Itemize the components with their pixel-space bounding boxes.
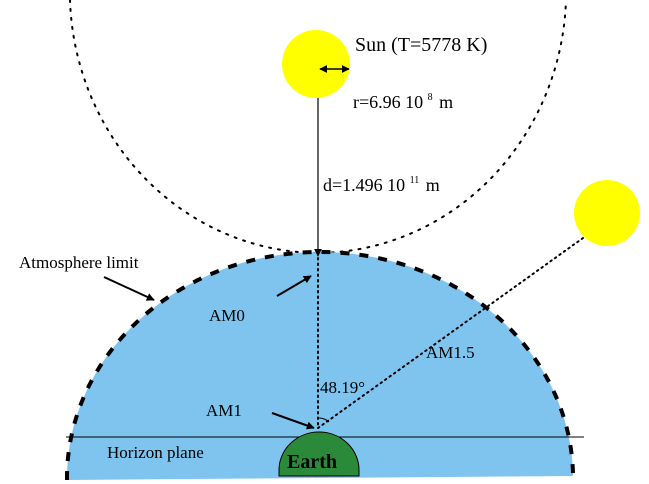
sun-disc (282, 30, 350, 98)
distance-mantissa: d=1.496 10 (323, 175, 405, 195)
sun-orbit-dotted-circle (69, 0, 567, 255)
am1-pointer (271, 412, 315, 430)
horizon-plane-label: Horizon plane (107, 443, 204, 462)
sun-disc-am15 (574, 180, 640, 246)
earth-dome (278, 431, 360, 477)
am1-label: AM1 (206, 401, 242, 420)
radius-mantissa: r=6.96 10 (353, 92, 423, 112)
radius-label: r=6.96 10 8 m (353, 84, 453, 112)
zenith-angle-arc (317, 417, 330, 423)
angle-label: 48.19° (320, 378, 365, 397)
am15-label: AM1.5 (426, 343, 475, 362)
atmosphere-dome (66, 251, 574, 480)
distance-unit: m (426, 175, 440, 195)
atmosphere-limit-label: Atmosphere limit (19, 253, 139, 272)
distance-label: d=1.496 10 11 m (323, 167, 440, 195)
am0-label: AM0 (209, 306, 245, 325)
sun-label: Sun (T=5778 K) (355, 34, 487, 56)
radius-exponent: 8 (428, 92, 433, 103)
atmosphere-limit-pointer (103, 276, 155, 301)
am15-path (317, 232, 591, 429)
earth-label: Earth (287, 451, 337, 473)
distance-exponent: 11 (410, 175, 420, 186)
am0-pointer (276, 275, 312, 297)
radius-unit: m (439, 92, 453, 112)
